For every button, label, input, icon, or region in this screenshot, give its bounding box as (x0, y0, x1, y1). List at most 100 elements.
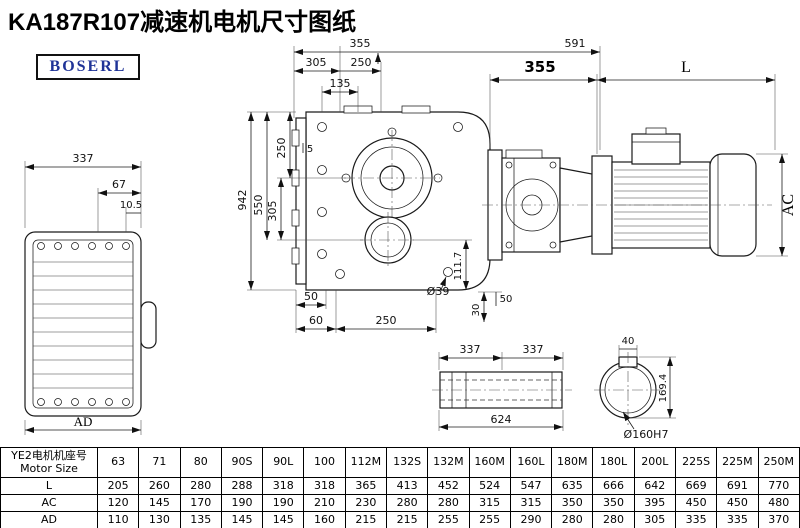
value-cell: 666 (592, 477, 635, 495)
value-cell: 452 (427, 477, 470, 495)
left-side-view (24, 231, 157, 417)
value-cell: 547 (509, 477, 553, 495)
brand-logo-text: BOSERL (49, 58, 127, 75)
value-cell: 120 (96, 494, 140, 512)
value-cell: 450 (674, 494, 718, 512)
motor-size-header-en: Motor Size (20, 461, 78, 475)
dim-main-50-br: 50 (500, 294, 513, 305)
value-cell: 290 (509, 511, 553, 528)
dim-main-550: 550 (252, 195, 265, 216)
size-col-header: 71 (138, 447, 181, 478)
size-col-header: 132M (427, 447, 470, 478)
value-cell: 280 (427, 494, 470, 512)
value-cell: 255 (427, 511, 470, 528)
value-cell: 260 (138, 477, 181, 495)
dim-main-355-top: 355 (350, 37, 371, 50)
output-shaft-view (432, 352, 662, 426)
main-view-dimensions: 355 591 305 250 135 250 5 305 550 942 (236, 37, 601, 333)
table-row-AD: AD 110 130 135 145 145 160 215 215 255 2… (0, 511, 800, 528)
dim-shaft-337-b: 337 (523, 343, 544, 356)
value-cell: 642 (633, 477, 676, 495)
size-col-header: 200L (633, 447, 676, 478)
size-col-header: 63 (96, 447, 140, 478)
value-cell: 280 (385, 494, 429, 512)
value-cell: 210 (303, 494, 346, 512)
table-header-row: YE2电机机座号 Motor Size 63 71 80 90S 90L 100… (0, 447, 800, 478)
value-cell: 205 (96, 477, 140, 495)
value-cell: 770 (757, 477, 800, 495)
left-view-dimensions: 337 67 10.5 AD (24, 152, 142, 435)
main-front-view (291, 105, 491, 291)
value-cell: 691 (716, 477, 759, 495)
value-cell: 255 (468, 511, 511, 528)
dim-main-591: 591 (565, 37, 586, 50)
dim-motor-355: 355 (524, 58, 555, 76)
value-cell: 395 (633, 494, 676, 512)
dim-leftview-67: 67 (112, 178, 126, 191)
dim-main-305-top: 305 (306, 56, 327, 69)
row-label-AD: AD (0, 511, 98, 528)
value-cell: 350 (551, 494, 594, 512)
value-cell: 145 (262, 511, 305, 528)
dim-shaft-bore: Ø160H7 (624, 428, 669, 441)
motor-size-header: YE2电机机座号 Motor Size (0, 447, 98, 478)
value-cell: 480 (757, 494, 800, 512)
page-title: KA187R107减速机电机尺寸图纸 (8, 9, 357, 36)
size-col-header: 250M (757, 447, 800, 478)
size-col-header: 112M (344, 447, 387, 478)
motor-dimension-table: YE2电机机座号 Motor Size 63 71 80 90S 90L 100… (0, 447, 800, 528)
motor-side-view (482, 127, 772, 261)
value-cell: 318 (262, 477, 305, 495)
value-cell: 280 (551, 511, 594, 528)
table-row-AC: AC 120 145 170 190 190 210 230 280 280 3… (0, 494, 800, 512)
dim-main-135: 135 (330, 77, 351, 90)
motor-size-header-cn: YE2电机机座号 (11, 448, 87, 462)
technical-drawing: 337 67 10.5 AD (24, 37, 797, 441)
value-cell: 635 (551, 477, 594, 495)
value-cell: 315 (468, 494, 511, 512)
size-col-header: 180M (551, 447, 594, 478)
motor-view-dimensions: 355 L AC (489, 58, 797, 257)
size-col-header: 160L (509, 447, 553, 478)
value-cell: 145 (220, 511, 264, 528)
value-cell: 145 (138, 494, 181, 512)
value-cell: 350 (592, 494, 635, 512)
dim-main-250-top: 250 (351, 56, 372, 69)
size-col-header: 225M (716, 447, 759, 478)
dim-main-942: 942 (236, 190, 249, 211)
row-label-AC: AC (0, 494, 98, 512)
dim-shaft-40: 40 (622, 336, 635, 347)
dim-leftview-10-5: 10.5 (120, 200, 142, 211)
size-col-header: 180L (592, 447, 635, 478)
value-cell: 170 (179, 494, 222, 512)
dim-shaft-169-4: 169.4 (658, 374, 669, 403)
value-cell: 190 (262, 494, 305, 512)
dim-motor-AC: AC (780, 194, 797, 216)
shaft-view-dimensions: 337 337 624 40 169.4 Ø160H7 (438, 336, 676, 441)
dim-leftview-AD: AD (74, 414, 93, 429)
value-cell: 524 (468, 477, 511, 495)
dim-main-111-7: 111.7 (453, 252, 464, 281)
size-col-header: 160M (468, 447, 511, 478)
dim-main-305-left: 305 (266, 201, 279, 222)
dim-shaft-624: 624 (491, 413, 512, 426)
table-row-L: L 205 260 280 288 318 318 365 413 452 52… (0, 477, 800, 495)
value-cell: 110 (96, 511, 140, 528)
value-cell: 130 (138, 511, 181, 528)
value-cell: 335 (716, 511, 759, 528)
value-cell: 215 (385, 511, 429, 528)
brand-logo-box: BOSERL (36, 54, 140, 80)
size-col-header: 90L (262, 447, 305, 478)
dim-motor-L: L (681, 59, 691, 76)
dim-main-50-bl: 50 (304, 290, 318, 303)
value-cell: 370 (757, 511, 800, 528)
dim-main-250-left: 250 (275, 138, 288, 159)
dim-main-dia39: Ø39 (427, 285, 450, 298)
dim-main-5: 5 (307, 144, 313, 155)
value-cell: 413 (385, 477, 429, 495)
value-cell: 230 (344, 494, 387, 512)
value-cell: 335 (674, 511, 718, 528)
row-label-L: L (0, 477, 98, 495)
value-cell: 315 (509, 494, 553, 512)
